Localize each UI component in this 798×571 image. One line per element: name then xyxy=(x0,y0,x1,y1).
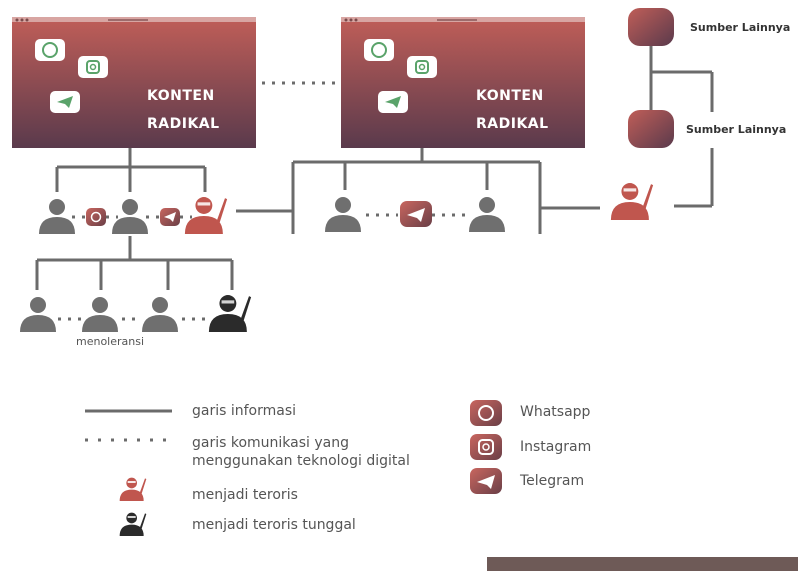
box-1-label-line-2: RADIKAL xyxy=(147,116,220,132)
other-source-node-1 xyxy=(628,8,674,46)
box-2-label: KONTEN RADIKAL xyxy=(476,82,549,138)
whatsapp-icon xyxy=(86,208,106,226)
digital-lines xyxy=(58,81,468,321)
radical-content-box-1 xyxy=(12,17,256,148)
person-icon xyxy=(39,199,75,234)
person-icon xyxy=(20,297,56,332)
legend-instagram-label: Instagram xyxy=(520,439,592,455)
person-icon xyxy=(469,197,505,232)
telegram-icon xyxy=(470,468,502,494)
box-1-label-line-1: KONTEN xyxy=(147,88,215,104)
lone-terrorist-icon xyxy=(119,512,147,536)
terrorist-icon xyxy=(119,477,147,501)
legend-digital-line-label-2: menggunakan teknologi digital xyxy=(192,453,410,469)
box-2-label-line-2: RADIKAL xyxy=(476,116,549,132)
instagram-icon xyxy=(78,56,108,78)
legend-info-line-label: garis informasi xyxy=(192,403,297,419)
telegram-icon xyxy=(400,201,432,227)
person-icon xyxy=(82,297,118,332)
tolerate-label: menoleransi xyxy=(76,335,145,348)
whatsapp-icon xyxy=(364,39,394,61)
person-icon xyxy=(142,297,178,332)
telegram-icon xyxy=(160,208,180,226)
legend-terrorist-label: menjadi teroris xyxy=(192,487,298,503)
whatsapp-icon xyxy=(35,39,65,61)
legend-digital-line-label-1: garis komunikasi yang xyxy=(192,435,350,451)
lone-terrorist-icon xyxy=(208,295,252,332)
telegram-icon xyxy=(50,91,80,113)
footer-bar xyxy=(487,557,798,571)
other-source-label-2: Sumber Lainnya xyxy=(686,123,787,136)
info-lines xyxy=(35,46,714,290)
whatsapp-icon xyxy=(470,400,502,426)
legend-whatsapp-label: Whatsapp xyxy=(520,404,591,420)
instagram-icon xyxy=(407,56,437,78)
person-icon xyxy=(325,197,361,232)
instagram-icon xyxy=(470,434,502,460)
legend-digital-line-label: garis komunikasi yang menggunakan teknol… xyxy=(192,434,410,470)
legend-telegram-label: Telegram xyxy=(520,473,585,489)
box-1-label: KONTEN RADIKAL xyxy=(147,82,220,138)
legend-lone-terrorist-label: menjadi teroris tunggal xyxy=(192,517,356,533)
telegram-icon xyxy=(378,91,408,113)
box-2-label-line-1: KONTEN xyxy=(476,88,544,104)
terrorist-icon xyxy=(610,183,654,220)
other-source-node-2 xyxy=(628,110,674,148)
radical-content-box-2 xyxy=(341,17,585,148)
other-source-label-1: Sumber Lainnya xyxy=(690,21,791,34)
